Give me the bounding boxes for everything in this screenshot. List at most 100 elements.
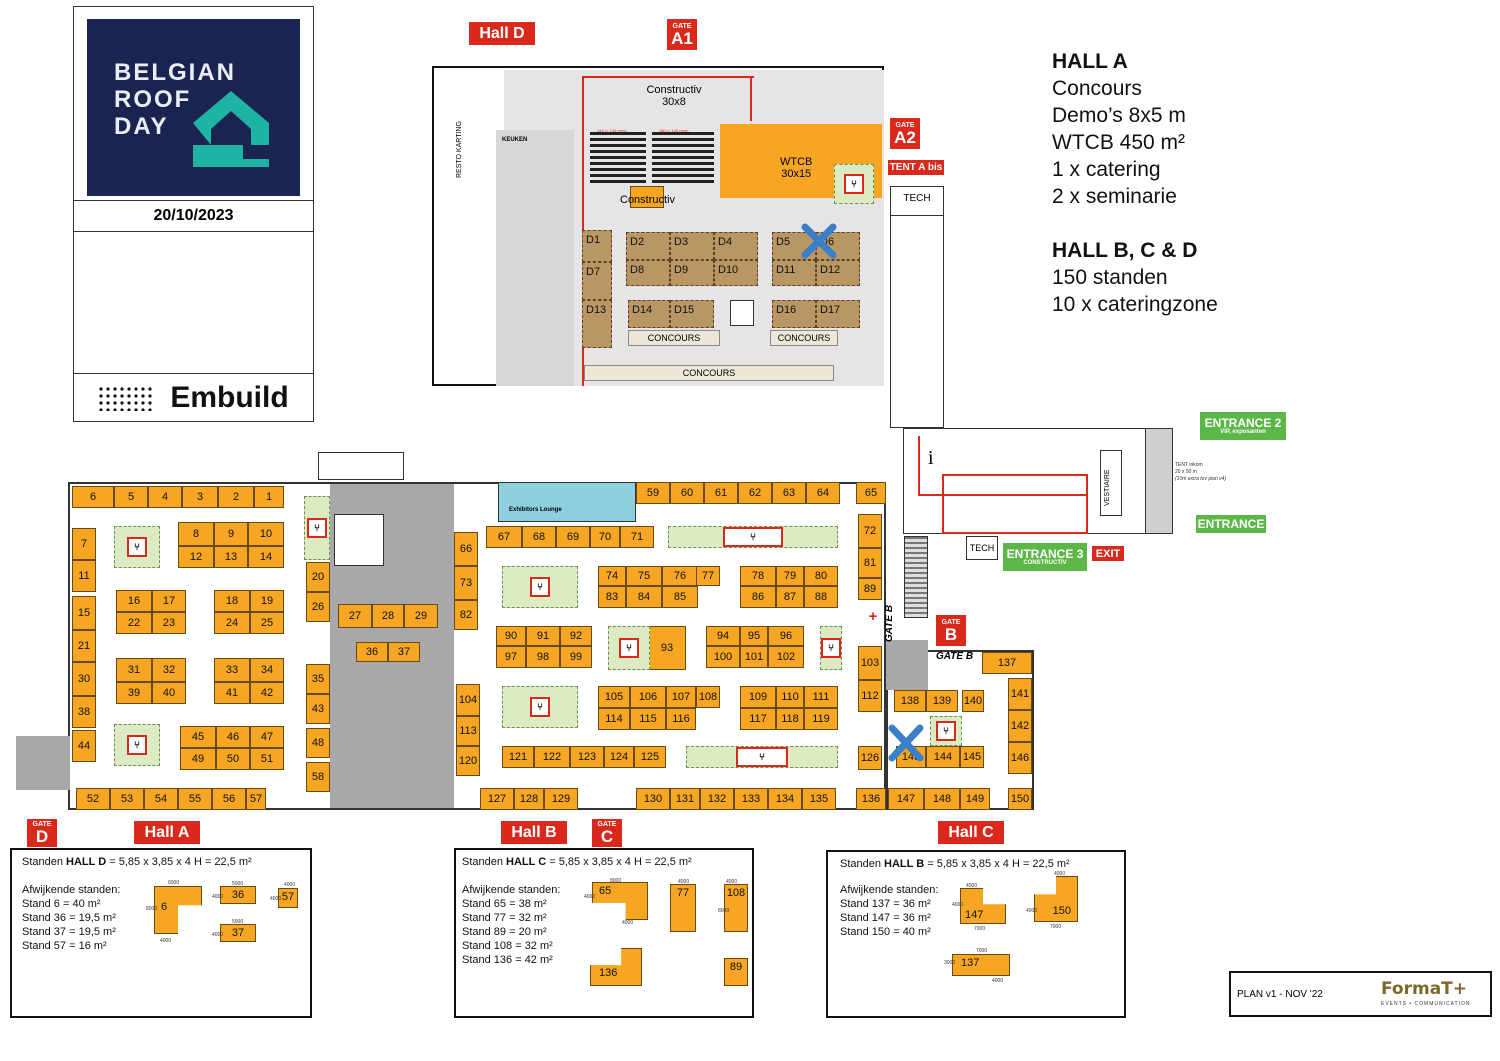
stand[interactable]: 24 — [214, 612, 250, 634]
stand[interactable]: 7 — [72, 528, 96, 560]
stand[interactable]: 5 — [114, 486, 148, 508]
stand[interactable]: 112 — [858, 680, 882, 712]
stand[interactable]: 6 — [72, 486, 114, 508]
stand[interactable]: 117 — [740, 708, 776, 730]
stand[interactable]: 64 — [806, 482, 840, 504]
stand[interactable]: 118 — [776, 708, 804, 730]
hall-d-stand[interactable]: D7 — [582, 262, 612, 300]
stand[interactable]: 129 — [544, 788, 578, 810]
stand[interactable]: 59 — [636, 482, 670, 504]
stand[interactable]: 47 — [250, 726, 284, 748]
stand[interactable]: 75 — [626, 566, 662, 586]
stand[interactable]: 149 — [960, 788, 990, 810]
stand[interactable]: 79 — [776, 566, 804, 586]
stand[interactable]: 93 — [648, 626, 686, 670]
stand[interactable]: 65 — [856, 482, 886, 504]
stand[interactable]: 26 — [306, 592, 330, 622]
stand[interactable]: 22 — [116, 612, 152, 634]
hall-d-stand[interactable]: D4 — [714, 232, 758, 260]
stand[interactable]: 128 — [514, 788, 544, 810]
stand[interactable]: 134 — [768, 788, 802, 810]
stand[interactable]: 78 — [740, 566, 776, 586]
stand[interactable]: 19 — [250, 590, 284, 612]
stand[interactable]: 66 — [454, 532, 478, 566]
stand[interactable]: 91 — [526, 626, 560, 646]
stand[interactable]: 104 — [456, 684, 480, 716]
stand[interactable]: 130 — [636, 788, 670, 810]
stand[interactable]: 20 — [306, 562, 330, 592]
stand[interactable]: 13 — [214, 546, 248, 568]
stand[interactable]: 34 — [250, 658, 284, 682]
stand[interactable]: 63 — [772, 482, 806, 504]
stand[interactable]: 54 — [144, 788, 178, 810]
stand[interactable]: 140 — [962, 690, 984, 712]
stand[interactable]: 82 — [454, 600, 478, 630]
stand[interactable]: 44 — [72, 730, 96, 762]
stand[interactable]: 52 — [76, 788, 110, 810]
stand[interactable]: 131 — [670, 788, 700, 810]
stand[interactable]: 58 — [306, 762, 330, 792]
stand[interactable]: 148 — [924, 788, 960, 810]
stand[interactable]: 138 — [894, 690, 926, 712]
stand[interactable]: 120 — [456, 746, 480, 776]
stand[interactable]: 57 — [246, 788, 266, 810]
stand[interactable]: 101 — [740, 646, 768, 668]
hall-d-stand[interactable]: D3 — [670, 232, 714, 260]
stand[interactable]: 108 — [696, 686, 720, 708]
stand[interactable]: 61 — [704, 482, 738, 504]
hall-d-stand[interactable]: D8 — [626, 260, 670, 286]
stand[interactable]: 150 — [1008, 788, 1032, 810]
stand[interactable]: 46 — [216, 726, 250, 748]
stand[interactable]: 51 — [250, 748, 284, 770]
stand[interactable]: 73 — [454, 566, 478, 600]
stand[interactable]: 2 — [218, 486, 254, 508]
stand[interactable]: 115 — [630, 708, 666, 730]
stand[interactable]: 67 — [486, 526, 522, 548]
stand[interactable]: 14 — [248, 546, 284, 568]
stand[interactable]: 49 — [180, 748, 216, 770]
stand[interactable]: 107 — [666, 686, 696, 708]
stand[interactable]: 41 — [214, 682, 250, 704]
stand[interactable]: 103 — [858, 646, 882, 680]
hall-d-stand[interactable]: D14 — [628, 300, 670, 328]
hall-d-stand[interactable]: D1 — [582, 230, 612, 262]
hall-d-stand[interactable]: D2 — [626, 232, 670, 260]
stand[interactable]: 142 — [1008, 710, 1032, 742]
stand[interactable]: 109 — [740, 686, 776, 708]
hall-d-stand[interactable]: D16 — [772, 300, 816, 328]
stand[interactable]: 12 — [178, 546, 214, 568]
stand[interactable]: 37 — [388, 642, 420, 662]
stand[interactable]: 31 — [116, 658, 152, 682]
stand[interactable]: 53 — [110, 788, 144, 810]
stand[interactable]: 147 — [888, 788, 924, 810]
stand[interactable]: 9 — [214, 522, 248, 546]
hall-d-stand[interactable]: D9 — [670, 260, 714, 286]
stand[interactable]: 126 — [858, 746, 882, 770]
stand[interactable]: 80 — [804, 566, 838, 586]
stand[interactable]: 127 — [480, 788, 514, 810]
stand[interactable]: 146 — [1008, 742, 1032, 774]
stand[interactable]: 36 — [356, 642, 388, 662]
stand[interactable]: 90 — [496, 626, 526, 646]
stand[interactable]: 121 — [502, 746, 534, 768]
stand[interactable]: 60 — [670, 482, 704, 504]
stand[interactable]: 139 — [926, 690, 958, 712]
hall-d-stand[interactable]: D11 — [772, 260, 816, 286]
stand[interactable]: 42 — [250, 682, 284, 704]
stand[interactable]: 8 — [178, 522, 214, 546]
stand[interactable]: 76 — [662, 566, 698, 586]
stand[interactable]: 15 — [72, 596, 96, 630]
hall-d-stand[interactable]: D12 — [816, 260, 860, 286]
stand[interactable]: 119 — [804, 708, 838, 730]
stand[interactable]: 40 — [152, 682, 186, 704]
stand[interactable]: 23 — [152, 612, 186, 634]
stand[interactable]: 124 — [604, 746, 634, 768]
stand[interactable]: 33 — [214, 658, 250, 682]
stand[interactable]: 32 — [152, 658, 186, 682]
stand[interactable]: 144 — [926, 746, 960, 768]
stand[interactable]: 69 — [556, 526, 590, 548]
stand[interactable]: 97 — [496, 646, 526, 668]
stand[interactable]: 50 — [216, 748, 250, 770]
stand[interactable]: 21 — [72, 630, 96, 662]
stand[interactable]: 68 — [522, 526, 556, 548]
